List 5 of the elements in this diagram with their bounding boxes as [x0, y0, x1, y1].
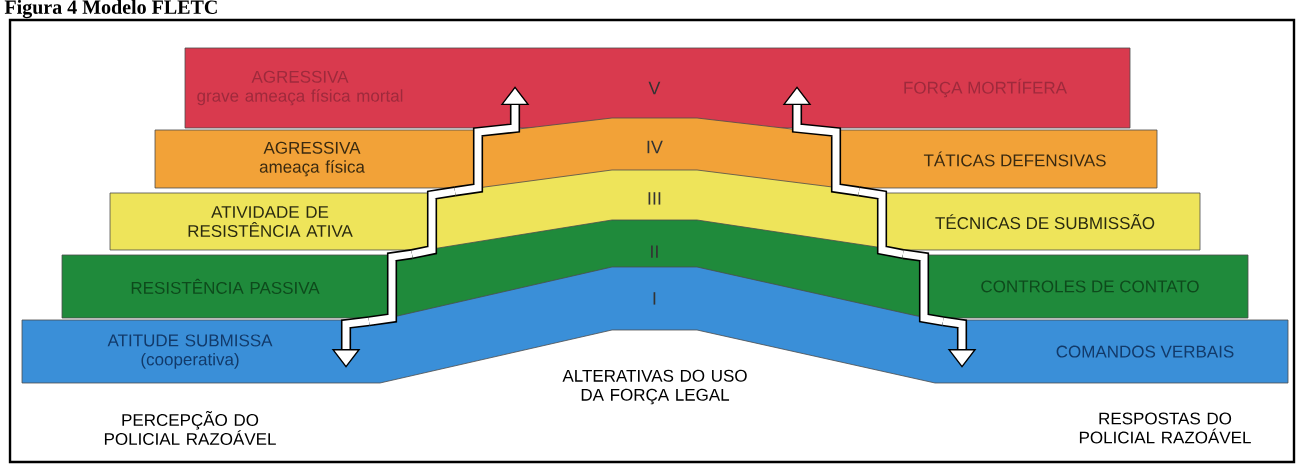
figure-title: Figura 4 Modelo FLETC [4, 0, 217, 19]
caption-label: RESPOSTAS DO POLICIAL RAZOÁVEL [1079, 412, 1251, 444]
caption-label: PERCEPÇÃO DO POLICIAL RAZOÁVEL [104, 410, 276, 446]
level-band: AGRESSIVA ameaça física IV TÁTICAS DEFENSIVAS [154, 117, 1158, 189]
level-band: AGRESSIVA grave ameaça física mortal V FORÇA MORTÍFERA [184, 47, 1131, 129]
